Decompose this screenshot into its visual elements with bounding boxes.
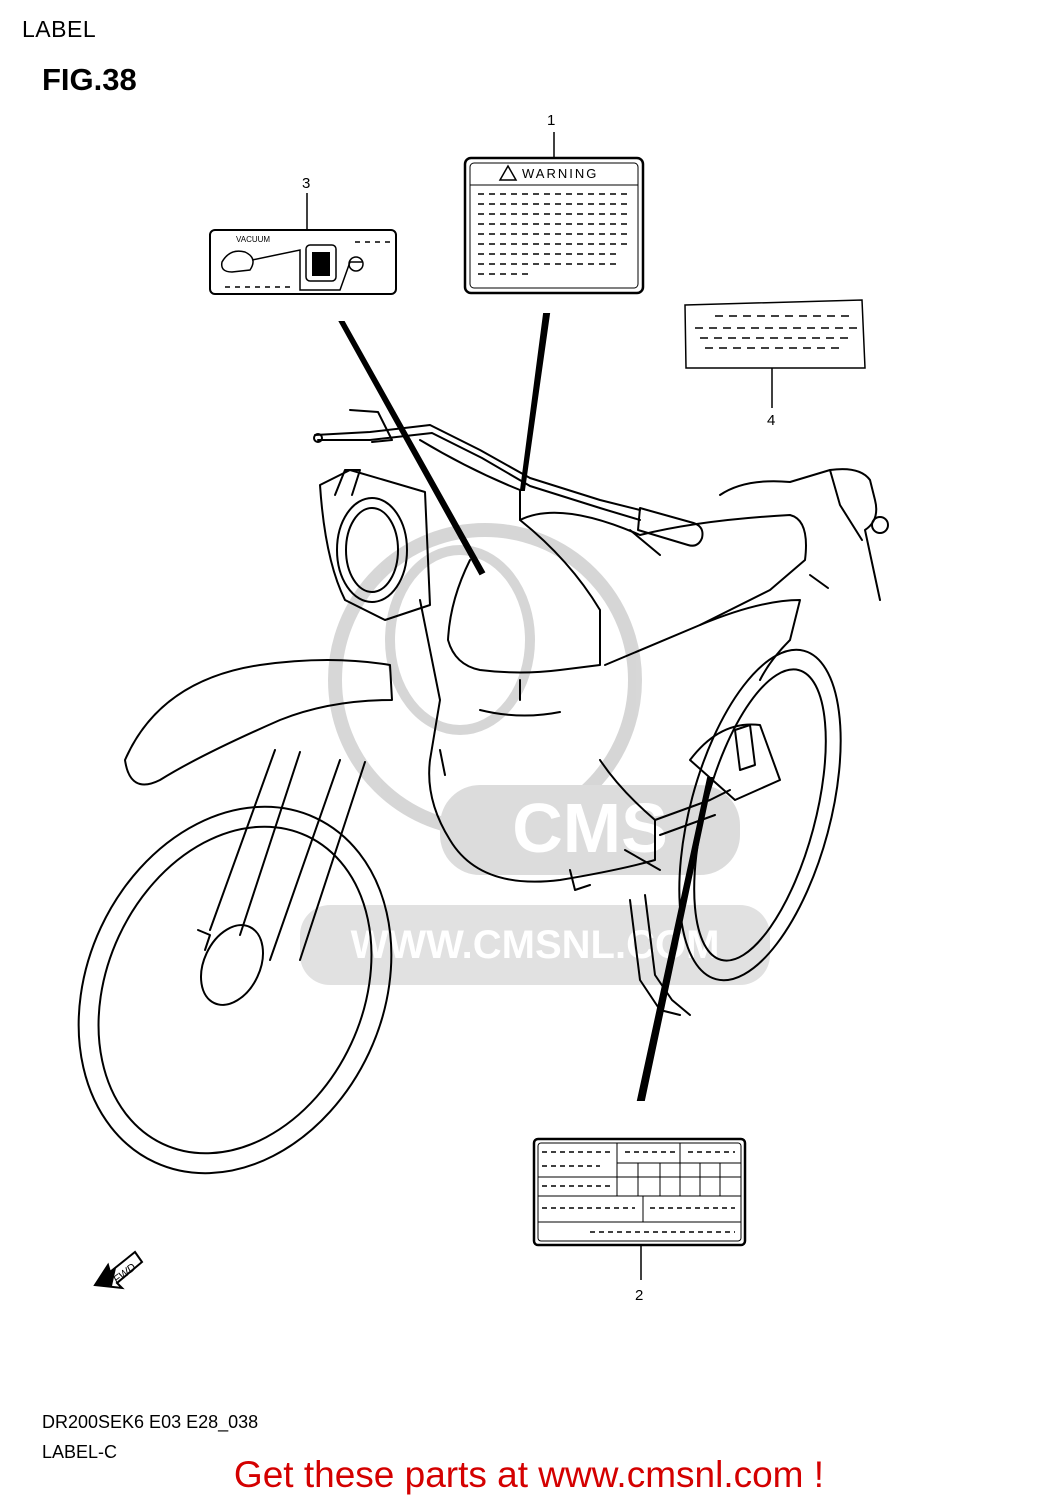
motorcycle-outline: [77, 409, 889, 1175]
callout-2: 2: [635, 1287, 644, 1304]
watermark: CMS WWW.CMSNL.COM: [300, 523, 770, 985]
warning-triangle-icon: [498, 164, 518, 181]
section-title: LABEL: [22, 16, 97, 42]
vacuum-text: VACUUM: [236, 235, 270, 244]
watermark-url: WWW.CMSNL.COM: [351, 923, 720, 967]
watermark-brand: CMS: [512, 789, 668, 867]
label-4[interactable]: [684, 299, 866, 369]
label-2-spec-table[interactable]: [532, 1137, 747, 1247]
fwd-arrow-icon: FWD: [93, 1250, 144, 1290]
label-1-warning[interactable]: WARNING: [463, 156, 645, 295]
watermark-badge: [440, 785, 740, 875]
callout-4: 4: [767, 412, 776, 429]
watermark-figure: [385, 545, 535, 735]
cta-link[interactable]: Get these parts at www.cmsnl.com !: [233, 1454, 825, 1495]
diagram-subtitle: LABEL-C: [42, 1442, 118, 1462]
watermark-url-badge: [300, 905, 770, 985]
fwd-text: FWD: [111, 1261, 138, 1286]
label-3-vacuum[interactable]: VACUUM: [209, 229, 397, 295]
callout-1: 1: [547, 112, 556, 129]
leader-lines: [338, 313, 714, 1101]
cta-banner[interactable]: Get these parts at www.cmsnl.com !: [0, 1454, 1058, 1496]
diagram-code: DR200SEK6 E03 E28_038: [42, 1412, 259, 1432]
callout-3: 3: [302, 175, 311, 192]
figure-title: FIG.38: [42, 62, 137, 97]
warning-title: WARNING: [522, 166, 598, 181]
